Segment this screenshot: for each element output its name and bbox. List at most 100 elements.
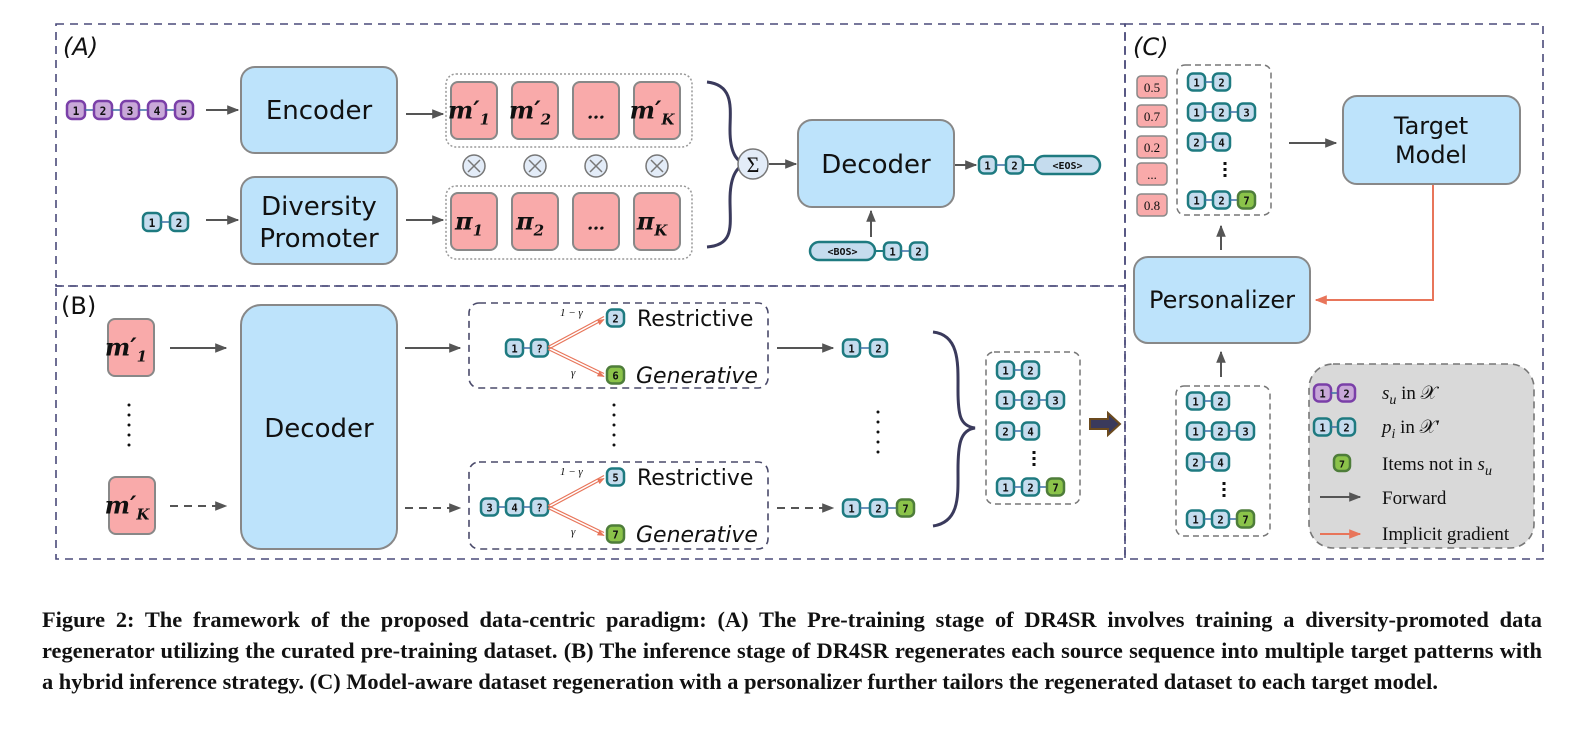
item-label: 3 xyxy=(1243,108,1249,120)
item-node: 1 xyxy=(841,338,862,358)
item-label: 7 xyxy=(612,530,618,542)
hybrid-inference-top xyxy=(468,302,769,389)
item-node: 1 xyxy=(1186,72,1207,92)
branch-edge xyxy=(547,477,605,510)
item-node: 2 xyxy=(1020,360,1041,380)
item-node: 1 xyxy=(65,99,87,121)
token-label: … xyxy=(587,214,605,235)
prob-restrictive: 1 − γ xyxy=(560,307,583,319)
input-dataset-box xyxy=(1175,385,1271,537)
item-node: 4 xyxy=(504,497,525,517)
decoder-box-a: Decoder xyxy=(797,119,955,208)
item-node: 7 xyxy=(605,524,626,544)
memory-token: m′K xyxy=(105,476,156,535)
branch-edge xyxy=(547,345,605,375)
item-label: 1 xyxy=(1319,423,1325,435)
item-label: 2 xyxy=(1192,458,1198,470)
score-value: ... xyxy=(1147,167,1157,182)
item-node: 4 xyxy=(146,99,168,121)
item-label: 6 xyxy=(612,371,618,383)
item-label: 1 xyxy=(1002,396,1008,408)
item-label: 1 xyxy=(984,161,990,173)
legend-label: Forward xyxy=(1382,488,1447,509)
score-value: 0.5 xyxy=(1144,80,1160,95)
item-label: 7 xyxy=(902,504,908,516)
item-node: 1 xyxy=(995,390,1016,410)
diversity-promoter-box: Diversity Promoter xyxy=(240,176,398,265)
prob-restrictive: 1 − γ xyxy=(560,466,583,478)
implicit-gradient-arrow xyxy=(1314,185,1434,305)
item-label: 3 xyxy=(486,503,492,515)
item-node: 2 xyxy=(1211,72,1232,92)
item-label: 1 xyxy=(1192,427,1198,439)
item-label: 2 xyxy=(875,344,881,356)
panel-borders xyxy=(55,23,1544,560)
item-label: ? xyxy=(536,503,542,515)
item-node: 1 xyxy=(141,211,163,233)
item-node: 1 xyxy=(1185,391,1206,411)
item-node: 1 xyxy=(882,241,903,261)
item-label: 2 xyxy=(176,217,183,230)
item-label: 1 xyxy=(511,344,517,356)
score-token: ... xyxy=(1136,162,1168,186)
item-node: ? xyxy=(529,497,550,517)
branch-edge xyxy=(547,315,605,348)
item-node: 2 xyxy=(1211,190,1232,210)
item-node: 2 xyxy=(1336,417,1357,437)
item-label: 3 xyxy=(1052,396,1058,408)
memory-token: m′2 xyxy=(509,81,559,140)
token-subscript: 1 xyxy=(480,111,490,129)
item-label: 4 xyxy=(1027,427,1033,439)
item-label: 7 xyxy=(1242,515,1248,527)
item-label: 1 xyxy=(889,247,895,259)
item-label: 2 xyxy=(1027,366,1033,378)
item-label: 2 xyxy=(1343,389,1349,401)
item-label: 4 xyxy=(154,105,161,118)
item-label: 2 xyxy=(1218,78,1224,90)
special-token-label: <EOS> xyxy=(1052,161,1082,172)
vertical-ellipsis-icon xyxy=(1223,162,1227,177)
item-label: 2 xyxy=(1027,396,1033,408)
item-node: 7 xyxy=(1045,477,1066,497)
item-node: 1 xyxy=(1186,190,1207,210)
memory-token: m′1 xyxy=(105,318,155,377)
generative-label: Generative xyxy=(636,523,758,548)
special-token: <EOS> xyxy=(1033,154,1102,176)
item-label: 2 xyxy=(875,504,881,516)
transfer-arrow-icon xyxy=(1089,410,1122,438)
target-model-label-line2: Model xyxy=(1395,141,1467,169)
panel-c-border xyxy=(1124,23,1544,560)
item-label: 2 xyxy=(1217,427,1223,439)
restrictive-label: Restrictive xyxy=(637,307,753,332)
item-node: 1 xyxy=(1185,421,1206,441)
item-node: 5 xyxy=(173,99,195,121)
item-node: 2 xyxy=(908,241,929,261)
encoder-box: Encoder xyxy=(240,66,398,154)
item-label: 1 xyxy=(1002,483,1008,495)
item-node: 2 xyxy=(92,99,114,121)
memory-token-last: m′K xyxy=(105,476,156,535)
svg-text:Σ: Σ xyxy=(747,152,760,177)
item-label: 2 xyxy=(100,105,107,118)
score-token: 0.2 xyxy=(1136,135,1168,159)
item-node: 7 xyxy=(895,498,916,518)
weighted-dataset-box xyxy=(1176,64,1272,216)
score-tokens: 0.5 0.7 0.2... 0.8 xyxy=(1136,75,1168,217)
score-token: 0.8 xyxy=(1136,193,1168,217)
decoder-output-sequence: 1 2 <EOS> xyxy=(977,154,1102,176)
item-node: 1 xyxy=(1186,102,1207,122)
item-label: 2 xyxy=(1011,161,1017,173)
branch-edge xyxy=(547,318,605,351)
item-label: 7 xyxy=(1243,196,1249,208)
restrictive-label: Restrictive xyxy=(637,466,753,491)
panel-b-border xyxy=(55,285,1126,560)
token-subscript: 1 xyxy=(137,348,147,366)
legend-label: pi in 𝒳′ xyxy=(1380,417,1440,442)
score-token: 0.7 xyxy=(1136,104,1168,128)
